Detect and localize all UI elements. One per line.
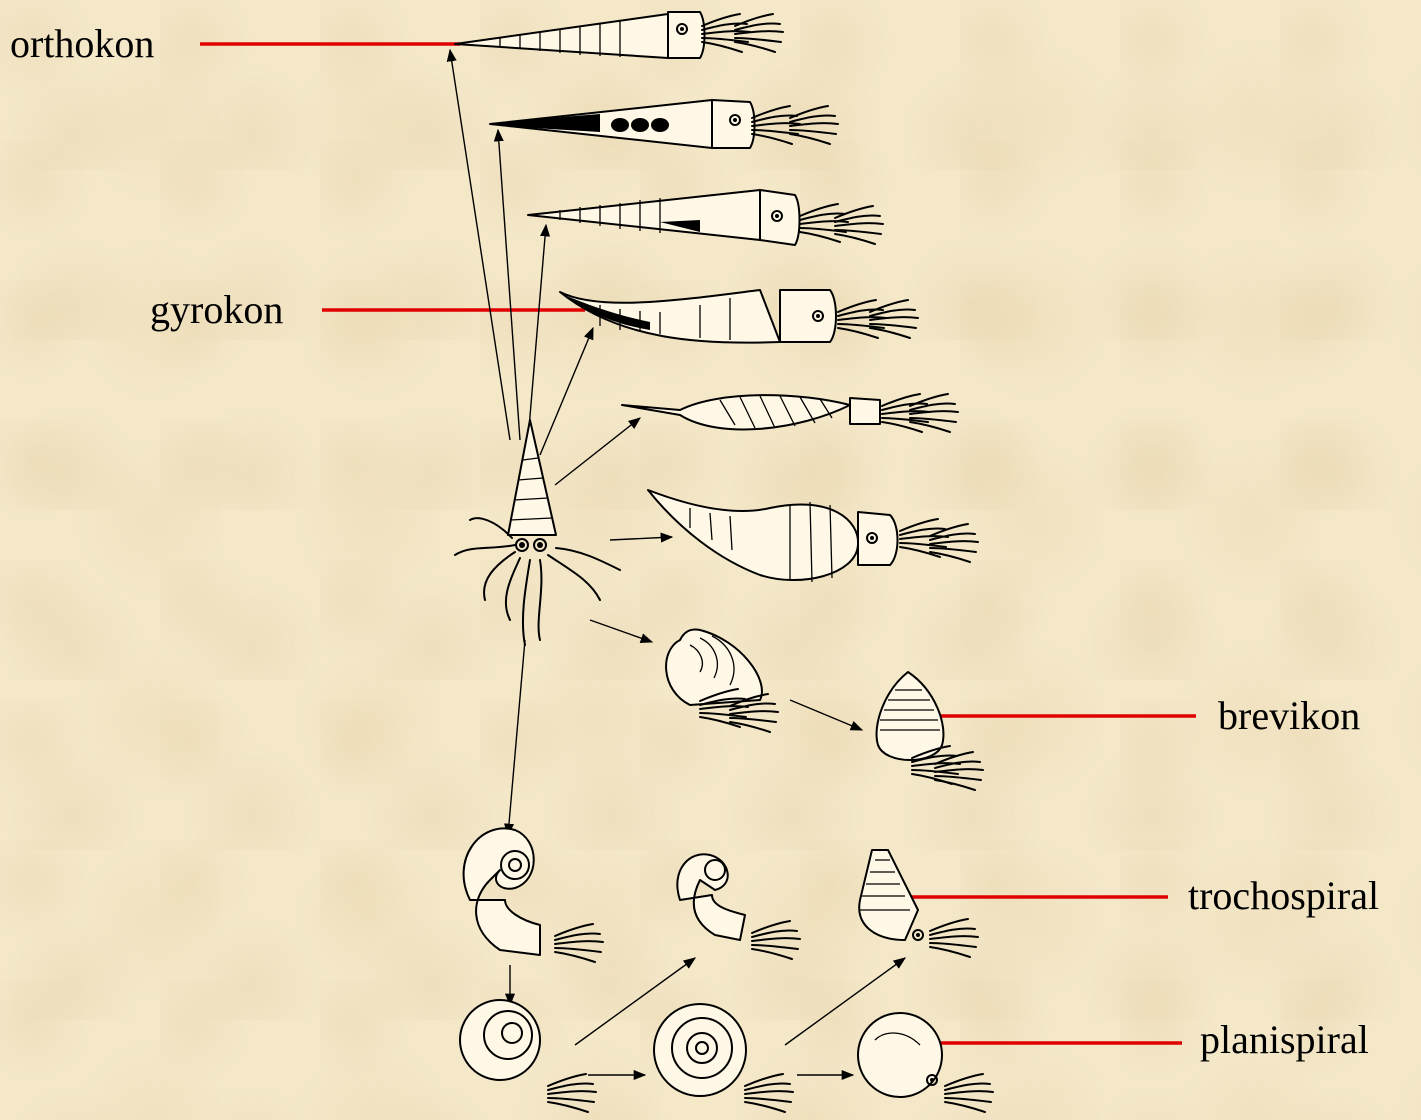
orthokon-shell-2 (490, 100, 838, 148)
orthokon-shell (455, 12, 783, 58)
open-spiral-shell-2 (677, 854, 800, 959)
fusiform-shell (622, 394, 958, 432)
ammonoid-shell (654, 1004, 793, 1112)
brevikon-shell (877, 672, 983, 790)
gyrokon-shell (560, 290, 918, 343)
orthokon-shell-3 (528, 190, 883, 245)
trochospiral-shell (859, 850, 978, 957)
coiled-spiral-shell (460, 1000, 596, 1112)
cyrtocone-shell (648, 490, 978, 582)
curved-cone-shell (666, 629, 778, 732)
open-spiral-shell (464, 828, 603, 962)
planispiral-shell (858, 1013, 993, 1112)
